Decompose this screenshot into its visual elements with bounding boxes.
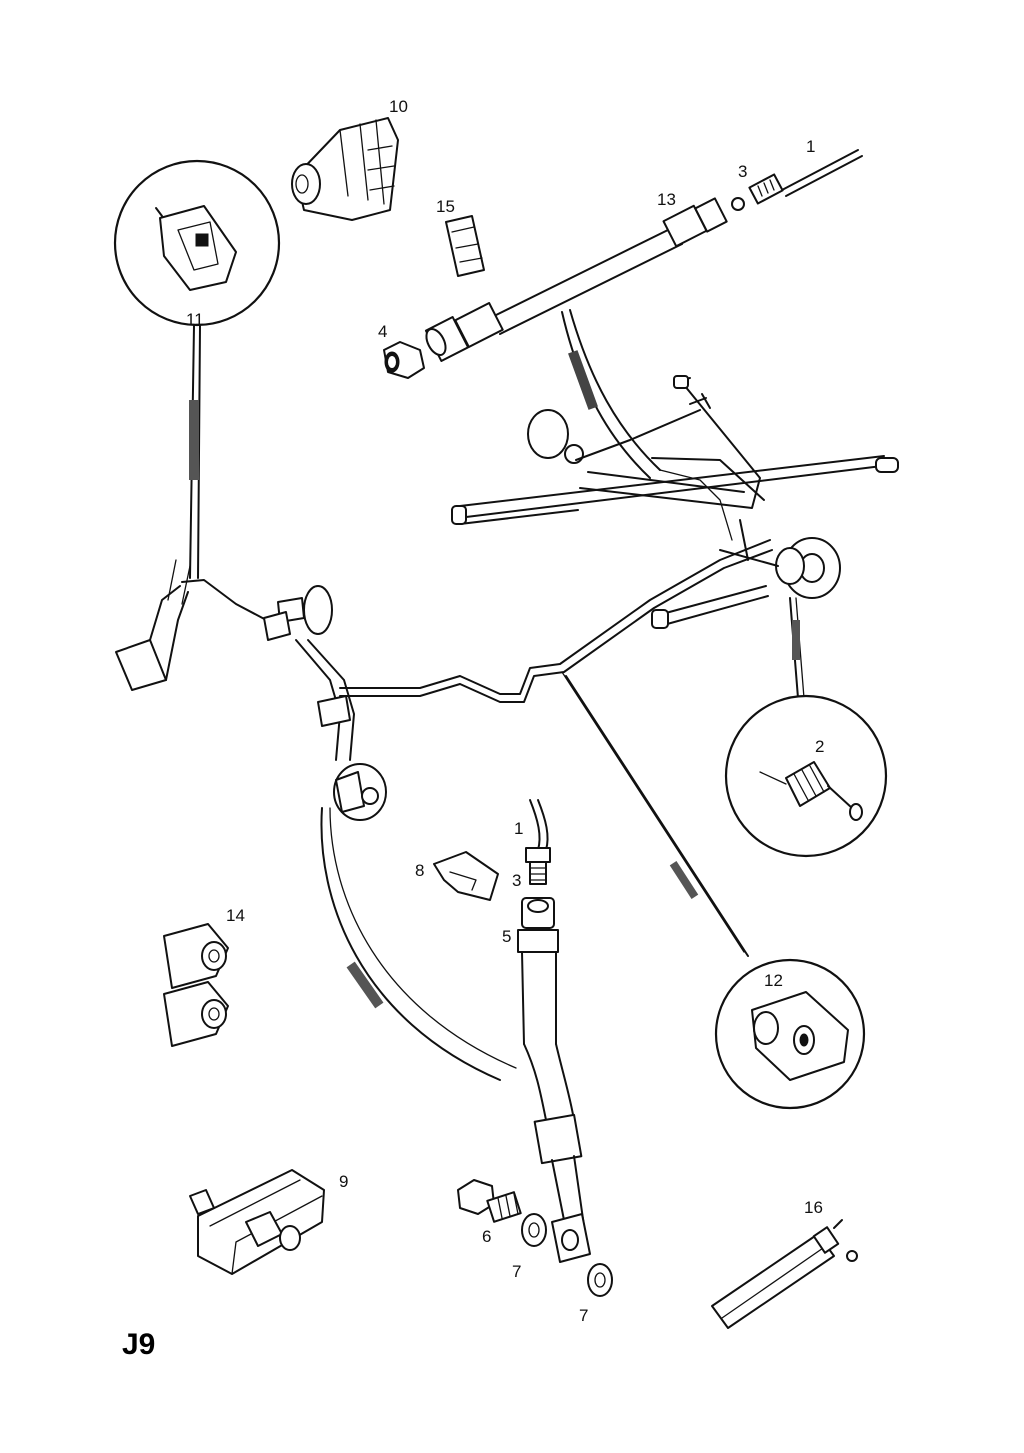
flex-line-curve xyxy=(320,807,517,1081)
leader-line-2 xyxy=(789,597,805,699)
callout-2: 2 xyxy=(815,737,825,756)
part-14-double-clip xyxy=(163,923,229,1047)
callout-3-lower: 3 xyxy=(512,871,522,890)
callout-15: 15 xyxy=(436,197,455,216)
part-16-tube xyxy=(711,1219,858,1329)
part-6-banjo-bolt xyxy=(457,1179,522,1223)
axle-assembly xyxy=(451,309,899,629)
part-13-brake-hose xyxy=(424,197,728,362)
part-10-bracket xyxy=(291,117,399,221)
leader-line-12 xyxy=(561,671,749,957)
callout-1-lower: 1 xyxy=(514,819,524,838)
part-9-bracket xyxy=(189,1169,325,1275)
part-5-flex-hose xyxy=(517,897,591,1263)
callout-10: 10 xyxy=(389,97,408,116)
part-8-clip xyxy=(433,851,499,901)
brake-pipe-main xyxy=(181,539,773,703)
part-3-fitting-lower xyxy=(525,847,551,885)
callout-8: 8 xyxy=(415,861,425,880)
callout-7-upper: 7 xyxy=(512,1262,522,1281)
detail-circle-11 xyxy=(113,159,281,579)
callout-11: 11 xyxy=(186,310,204,329)
part-1-cable-lower xyxy=(529,799,549,851)
callout-9: 9 xyxy=(339,1172,349,1191)
part-15-clip xyxy=(445,215,485,277)
part-1-cable-top xyxy=(781,149,863,197)
left-bracket-assembly xyxy=(115,559,387,821)
callout-7-lower: 7 xyxy=(579,1306,589,1325)
detail-circle-2 xyxy=(724,694,888,858)
detail-circle-12 xyxy=(714,958,866,1110)
part-7-washer-lower xyxy=(587,1263,613,1297)
callout-5: 5 xyxy=(502,927,512,946)
part-4-nut xyxy=(383,341,425,379)
callout-1-top: 1 xyxy=(806,137,816,156)
page-identifier: J9 xyxy=(122,1328,156,1361)
callout-3-top: 3 xyxy=(738,162,748,181)
callout-14: 14 xyxy=(226,906,245,925)
callout-13: 13 xyxy=(657,190,676,209)
callout-6: 6 xyxy=(482,1227,492,1246)
callout-12: 12 xyxy=(764,971,783,990)
callout-4: 4 xyxy=(378,322,388,341)
part-3-fitting-top xyxy=(731,173,784,211)
part-7-washer-upper xyxy=(521,1213,547,1247)
callout-16: 16 xyxy=(804,1198,823,1217)
